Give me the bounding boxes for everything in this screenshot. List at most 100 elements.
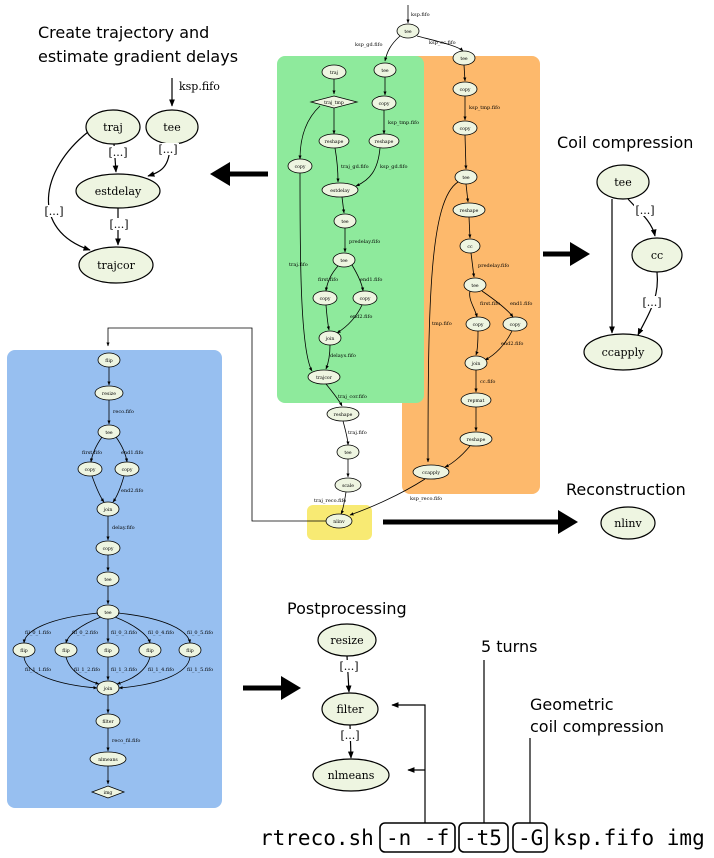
edge-label-fil14: fil_1_4.fifo [148,667,174,673]
label-nlmeans: nlmeans [98,757,118,763]
label-tee-g: tee [381,68,389,74]
coil-zoom-graph: tee cc ccapply [...] [...] [583,164,683,371]
command-opt-g: -G [518,826,543,850]
edge-label-fil04: fil_0_4.fifo [148,630,174,636]
edge-label-ksp-tmp-o: ksp_tmp.fifo [469,105,500,111]
big-arrowhead-coil [570,242,590,266]
label-trajcor: trajcor [316,375,333,381]
label-tee-o2: tee [462,175,470,181]
label-copy-o4: copy [510,323,521,328]
edge-label-first-o: first.fifo [480,301,500,307]
node-copy-d2[interactable] [352,290,378,306]
edge-label-traj: traj.fifo [289,262,308,268]
label-tee1: tee [105,430,113,436]
edge-label-end2: end2.fifo [350,314,372,320]
node-cc[interactable] [459,238,481,254]
label-reshape-c: reshape [334,412,353,418]
edge-label-reco-fil: reco_fil.fifo [112,738,140,744]
recon-nlinv-label: nlinv [614,517,642,530]
estdelay-node-label: estdelay [95,185,142,198]
trajcor-node[interactable] [78,246,154,284]
big-arrowhead-traj [210,162,230,186]
recon-heading: Reconstruction [566,480,686,499]
geometric-label-line1: Geometric [530,695,614,714]
option-box-nf[interactable] [379,822,456,853]
top-graph: ksp.fifo tee ksp_gd.fifo ksp_cc.fifo tra… [106,5,532,529]
edge-label-post-end2: end2.fifo [121,488,143,494]
coil-tee-node[interactable] [596,164,650,200]
node-tee-e[interactable] [332,252,356,268]
label-tee-d: tee [341,219,349,225]
traj-node-label: traj [103,121,123,134]
node-copy1[interactable] [77,461,103,477]
label-tee-o3: tee [471,283,479,289]
node-tee-o3[interactable] [463,277,487,293]
label-f2: flip [62,648,70,654]
traj-heading-line2: estimate gradient delays [38,47,238,66]
edge-label-ksp-tmp-g: ksp_tmp.fifo [388,120,419,126]
node-estdelay[interactable] [321,182,359,198]
label-tee-e: tee [340,258,348,264]
node-img[interactable] [90,785,126,799]
traj-zoom-input-label: ksp.fifo [179,80,220,93]
edge-label-fil01: fil_0_1.fifo [25,630,51,636]
edge-label-delays: delays.fifo [330,353,356,359]
node-copy2[interactable] [114,461,140,477]
recon-nlinv-node[interactable] [600,506,656,540]
label-reshape-o2: reshape [467,437,486,443]
label-copy-l: copy [295,165,306,170]
label-copy-d2: copy [360,297,371,302]
trajcor-node-label: trajcor [97,259,135,272]
edge-label-end1: end1.fifo [360,277,382,283]
label-traj-tmp: traj_tmp [324,100,344,106]
label-reshape-o: reshape [460,208,479,214]
edge-label-ksp-reco: ksp_reco.fifo [410,496,442,502]
node-trajcor[interactable] [307,369,341,385]
node-scale[interactable] [334,477,362,493]
label-copy3: copy [103,547,114,552]
post-nlmeans-label: nlmeans [328,769,375,782]
node-copy-o4[interactable] [502,316,528,332]
green-panel [277,56,424,403]
traj-ellipsis-d: [...] [44,205,63,218]
label-reshape-a: reshape [325,139,344,145]
traj-node[interactable] [85,109,141,145]
node-reshape-o2[interactable] [459,431,493,447]
edge-label-post-end1: end1.fifo [121,450,143,456]
orange-panel [402,56,540,494]
post-zoom-graph: resize filter nlmeans [...] [...] [312,623,390,792]
edge-label-fil15: fil_1_5.fifo [187,667,213,673]
geometric-label-line2: coil compression [530,717,664,736]
edge-label-traj-reco: traj_reco.fifo [314,498,346,504]
turns-label: 5 turns [481,637,537,656]
label-tee-f: tee [344,450,352,456]
coil-heading: Coil compression [557,133,693,152]
edge-label-traj-gd: traj_gd.fifo [341,164,369,170]
edge-label-fil13: fil_1_3.fifo [111,667,137,673]
edge-label-end1-o: end1.fifo [510,301,532,307]
connector-nf-filter [391,702,426,823]
post-nlmeans-node[interactable] [312,758,390,792]
label-flip: flip [105,358,113,364]
traj-ellipsis-b: [...] [158,143,177,156]
label-traj: traj [330,70,338,76]
node-reshape-a[interactable] [318,133,350,149]
edge-label-predelay: predelay.fifo [349,239,380,245]
command-opt-t5: -t5 [464,826,502,850]
label-f3: flip [104,648,112,654]
label-f4: flip [146,648,154,654]
label-filter: filter [102,719,114,725]
coil-ccapply-label: ccapply [602,346,645,359]
node-tee0[interactable] [396,23,420,39]
edge-label-traj-cor: traj_cor.fifo [338,394,367,400]
label-tee0: tee [404,29,412,35]
node-reshape-b[interactable] [368,133,400,149]
edge-label-predelay-o: predelay.fifo [478,263,509,269]
node-ccapply[interactable] [412,464,450,480]
label-copy-o1: copy [460,88,471,93]
coil-ccapply-node[interactable] [583,333,663,371]
post-resize-label: resize [330,634,363,647]
label-f5: flip [186,648,194,654]
node-copy-d1[interactable] [312,290,338,306]
node-tee1[interactable] [97,424,121,440]
